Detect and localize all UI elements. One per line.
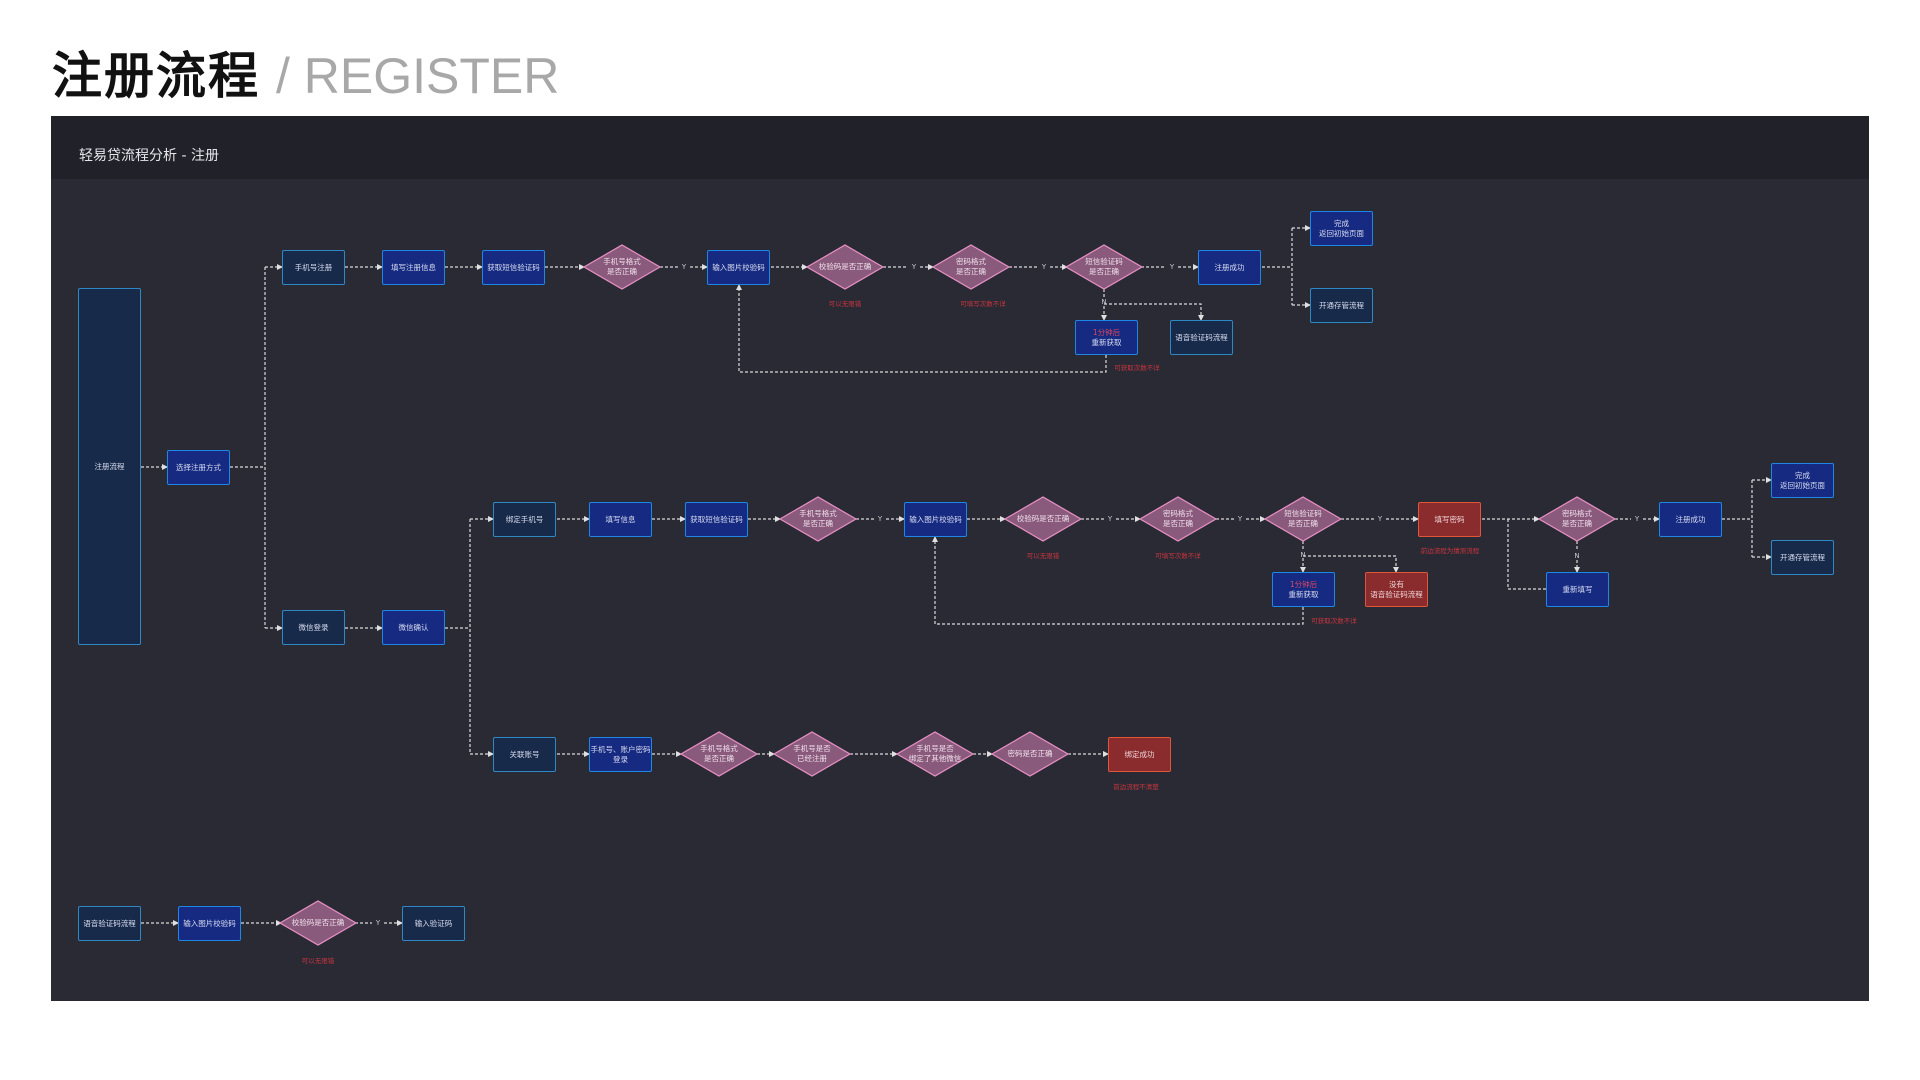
node-link-login-label: 手机号、账户密码 登录: [590, 744, 651, 764]
node-phone-fill-label: 填写注册信息: [391, 262, 436, 272]
label-y: Y: [375, 919, 381, 927]
node-bind-sms: 获取短信验证码: [685, 502, 748, 537]
panel-title: 轻易贷流程分析 - 注册: [79, 148, 219, 164]
note-bind-retry: 可获取次数不详: [1311, 617, 1357, 625]
node-bind-refill-label: 重新填写: [1562, 584, 1593, 594]
panel-header: 轻易贷流程分析 - 注册: [51, 116, 1869, 179]
node-phone-success-label: 注册成功: [1214, 262, 1245, 272]
node-bind-done: 完成返回初始页面: [1771, 463, 1834, 498]
node-voice-start: 语音验证码流程: [78, 906, 141, 941]
flowchart-panel: 轻易贷流程分析 - 注册: [51, 116, 1869, 1001]
node-bind-novoice: 没有语音验证码流程: [1365, 572, 1428, 607]
node-bind-retry: 1分钟后重新获取: [1272, 572, 1335, 607]
node-phone-captcha: 输入图片校验码: [707, 250, 770, 285]
label-y: Y: [1169, 263, 1175, 271]
node-bind-fill-label: 填写信息: [605, 514, 636, 524]
node-wechat-confirm: 微信确认: [382, 610, 445, 645]
node-phone-done: 完成返回初始页面: [1310, 211, 1373, 246]
label-n: N: [1574, 552, 1580, 560]
label-y: Y: [1237, 515, 1243, 523]
label-y: Y: [877, 515, 883, 523]
node-bind-novoice-line-1: 没有: [1389, 579, 1404, 589]
node-bind-fillpwd-label: 填写密码: [1434, 514, 1465, 524]
node-bind-success: 注册成功: [1659, 502, 1722, 537]
node-phone-sms-label: 获取短信验证码: [487, 262, 540, 272]
node-bind-phone: 绑定手机号: [493, 502, 556, 537]
node-link-success-label: 绑定成功: [1124, 749, 1155, 759]
node-phone-retry: 1分钟后重新获取: [1075, 320, 1138, 355]
node-phone-voice: 语音验证码流程: [1170, 320, 1233, 355]
label-y: Y: [1634, 515, 1640, 523]
node-phone-fill: 填写注册信息: [382, 250, 445, 285]
node-voice-captcha: 输入图片校验码: [178, 906, 241, 941]
node-phone-sms: 获取短信验证码: [482, 250, 545, 285]
node-start: 注册流程: [78, 288, 141, 645]
node-bind-retry-highlight: 1分钟后: [1289, 579, 1318, 589]
node-phone-register: 手机号注册: [282, 250, 345, 285]
node-choose-label: 选择注册方式: [176, 462, 221, 472]
note-phone-captcha: 可以无限错: [828, 300, 862, 308]
node-phone-captcha-label: 输入图片校验码: [712, 262, 765, 272]
label-n: N: [1101, 298, 1107, 306]
label-y: Y: [681, 263, 687, 271]
node-phone-done-line-1: 完成: [1334, 218, 1349, 228]
node-phone-retry-label: 重新获取: [1091, 337, 1122, 347]
node-link-success: 绑定成功: [1108, 737, 1171, 772]
note-phone-retry: 可获取次数不详: [1114, 364, 1160, 372]
node-bind-captcha-label: 输入图片校验码: [909, 514, 962, 524]
node-phone-success: 注册成功: [1198, 250, 1261, 285]
node-bind-fill: 填写信息: [589, 502, 652, 537]
note-link-success: 前边流程不清楚: [1113, 783, 1159, 791]
node-voice-input-label: 输入验证码: [414, 918, 453, 928]
node-bind-captcha: 输入图片校验码: [904, 502, 967, 537]
note-bind-fillpwd: 前边流程为猜测流程: [1420, 547, 1480, 555]
node-phone-voice-label: 语音验证码流程: [1175, 332, 1228, 342]
node-bind-phone-label: 绑定手机号: [505, 514, 544, 524]
node-bind-retry-label: 重新获取: [1288, 589, 1319, 599]
node-start-label: 注册流程: [94, 461, 125, 471]
node-bind-done-line-1: 完成: [1795, 470, 1810, 480]
label-y: Y: [1107, 515, 1113, 523]
node-choose: 选择注册方式: [167, 450, 230, 485]
node-link-account-label: 关联账号: [509, 749, 540, 759]
node-phone-done-line-2: 返回初始页面: [1319, 228, 1364, 238]
note-phone-pwd: 可填写次数不详: [960, 300, 1006, 308]
page-title: 注册流程 / REGISTER: [52, 36, 559, 105]
node-bind-novoice-line-2: 语音验证码流程: [1370, 589, 1423, 599]
label-n: N: [1300, 551, 1306, 559]
node-bind-refill: 重新填写: [1546, 572, 1609, 607]
node-bind-fillpwd: 填写密码: [1418, 502, 1481, 537]
node-phone-register-label: 手机号注册: [294, 262, 333, 272]
node-phone-retry-highlight: 1分钟后: [1092, 327, 1121, 337]
node-wechat-login: 微信登录: [282, 610, 345, 645]
node-bind-done-line-2: 返回初始页面: [1780, 480, 1825, 490]
page-title-cn: 注册流程: [52, 47, 260, 105]
node-voice-input: 输入验证码: [402, 906, 465, 941]
node-phone-custody-label: 开通存管流程: [1319, 300, 1364, 310]
node-link-account: 关联账号: [493, 737, 556, 772]
page-title-en: / REGISTER: [276, 48, 560, 104]
node-link-login: 手机号、账户密码 登录: [589, 737, 652, 772]
node-bind-sms-label: 获取短信验证码: [690, 514, 743, 524]
note-bind-captcha: 可以无限错: [1026, 552, 1060, 560]
node-voice-start-label: 语音验证码流程: [83, 918, 136, 928]
label-y: Y: [1377, 515, 1383, 523]
node-wechat-login-label: 微信登录: [298, 622, 329, 632]
node-wechat-confirm-label: 微信确认: [398, 622, 429, 632]
node-voice-captcha-label: 输入图片校验码: [183, 918, 236, 928]
label-y: Y: [911, 263, 917, 271]
label-y: Y: [1041, 263, 1047, 271]
node-bind-success-label: 注册成功: [1675, 514, 1706, 524]
node-phone-custody: 开通存管流程: [1310, 288, 1373, 323]
note-bind-pwd: 可填写次数不详: [1155, 552, 1201, 560]
note-voice-captcha: 可以无限错: [301, 957, 335, 965]
node-bind-custody: 开通存管流程: [1771, 540, 1834, 575]
node-bind-custody-label: 开通存管流程: [1780, 552, 1825, 562]
